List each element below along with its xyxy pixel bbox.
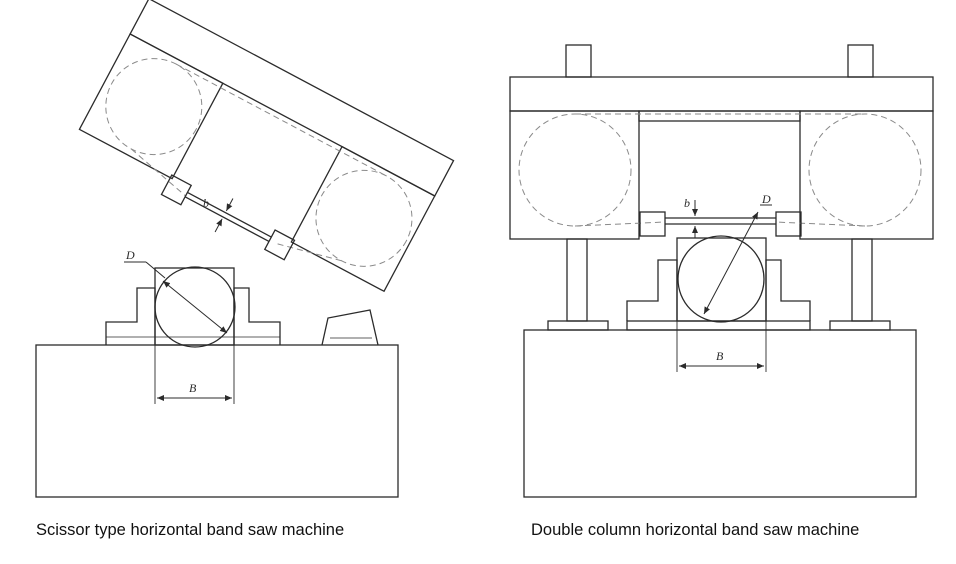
right-vise-jaw-right (765, 259, 811, 321)
right-right-column (851, 238, 873, 322)
left-diameter-line (162, 280, 228, 334)
left-width-label: B (189, 381, 197, 395)
right-left-wheel-box (509, 110, 640, 240)
right-right-wheel-box (799, 110, 934, 240)
left-pivot-bracket (321, 309, 379, 346)
left-workpiece-circle (154, 266, 236, 348)
right-diagram-caption: Double column horizontal band saw machin… (531, 521, 860, 539)
right-left-column (566, 238, 588, 322)
scissor-saw-diagram (35, 0, 455, 498)
double-column-saw-diagram (509, 44, 934, 498)
left-vise-jaw-left (105, 287, 156, 345)
right-diameter-label: D (761, 192, 771, 206)
left-base-table (35, 344, 399, 498)
left-blade-gap-label: b (203, 196, 209, 210)
right-workpiece-circle (677, 235, 765, 323)
right-top-beam (509, 76, 934, 112)
left-saw-arm (78, 0, 455, 293)
left-diameter-label: D (125, 248, 135, 262)
left-vise-jaw-right (233, 287, 281, 345)
right-vise-jaw-left (626, 259, 678, 321)
right-width-label: B (716, 349, 724, 363)
left-diagram-caption: Scissor type horizontal band saw machine (36, 521, 345, 539)
right-blade-gap-label: b (684, 196, 690, 210)
right-diameter-line (703, 211, 759, 315)
